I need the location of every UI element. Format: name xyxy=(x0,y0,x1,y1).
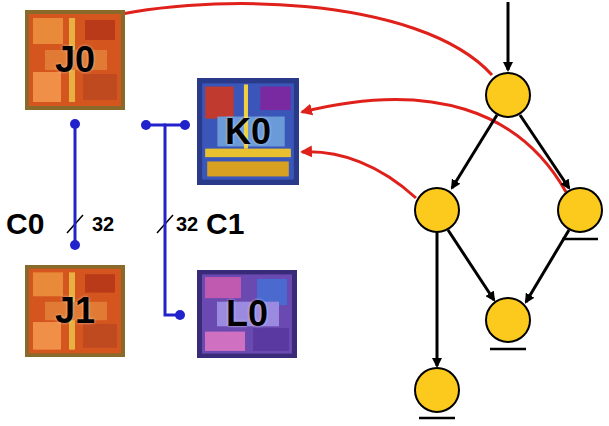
task-circle xyxy=(415,188,459,232)
chip-name: K0 xyxy=(225,111,271,153)
chip-name: J0 xyxy=(55,39,95,81)
chip-name: L0 xyxy=(226,293,268,335)
sink-underline xyxy=(419,417,455,420)
mapping-arrow xyxy=(302,99,566,192)
chip-box: L0 xyxy=(197,270,297,358)
channel-name: C1 xyxy=(204,207,246,240)
sink-underline xyxy=(490,348,526,351)
chip-box: J1 xyxy=(25,265,125,357)
mapping-arrow xyxy=(302,152,416,198)
graph-edge xyxy=(448,230,494,300)
bus-dot xyxy=(180,120,190,130)
graph-edge xyxy=(436,232,439,366)
chip-box: J0 xyxy=(25,10,125,110)
sink-underline xyxy=(562,238,598,241)
bus-width: 32 xyxy=(174,213,200,235)
bus-dot xyxy=(175,310,185,320)
task-circle xyxy=(486,73,530,117)
graph-edge xyxy=(452,115,497,188)
chip-box: K0 xyxy=(197,78,299,185)
task-circle xyxy=(415,368,459,412)
bus-dot xyxy=(70,119,80,129)
task-circle xyxy=(486,298,530,342)
graph-edge xyxy=(507,2,510,70)
channel-name: C0 xyxy=(4,207,46,240)
graph-edge xyxy=(520,115,569,188)
mapping-arrow xyxy=(88,4,492,75)
task-circle xyxy=(558,188,602,232)
bus-line xyxy=(74,124,77,245)
chip-name: J1 xyxy=(55,290,95,332)
bus-width: 32 xyxy=(90,213,116,235)
graph-edge xyxy=(526,230,569,302)
bus-dot xyxy=(70,240,80,250)
bus-dot xyxy=(141,120,151,130)
